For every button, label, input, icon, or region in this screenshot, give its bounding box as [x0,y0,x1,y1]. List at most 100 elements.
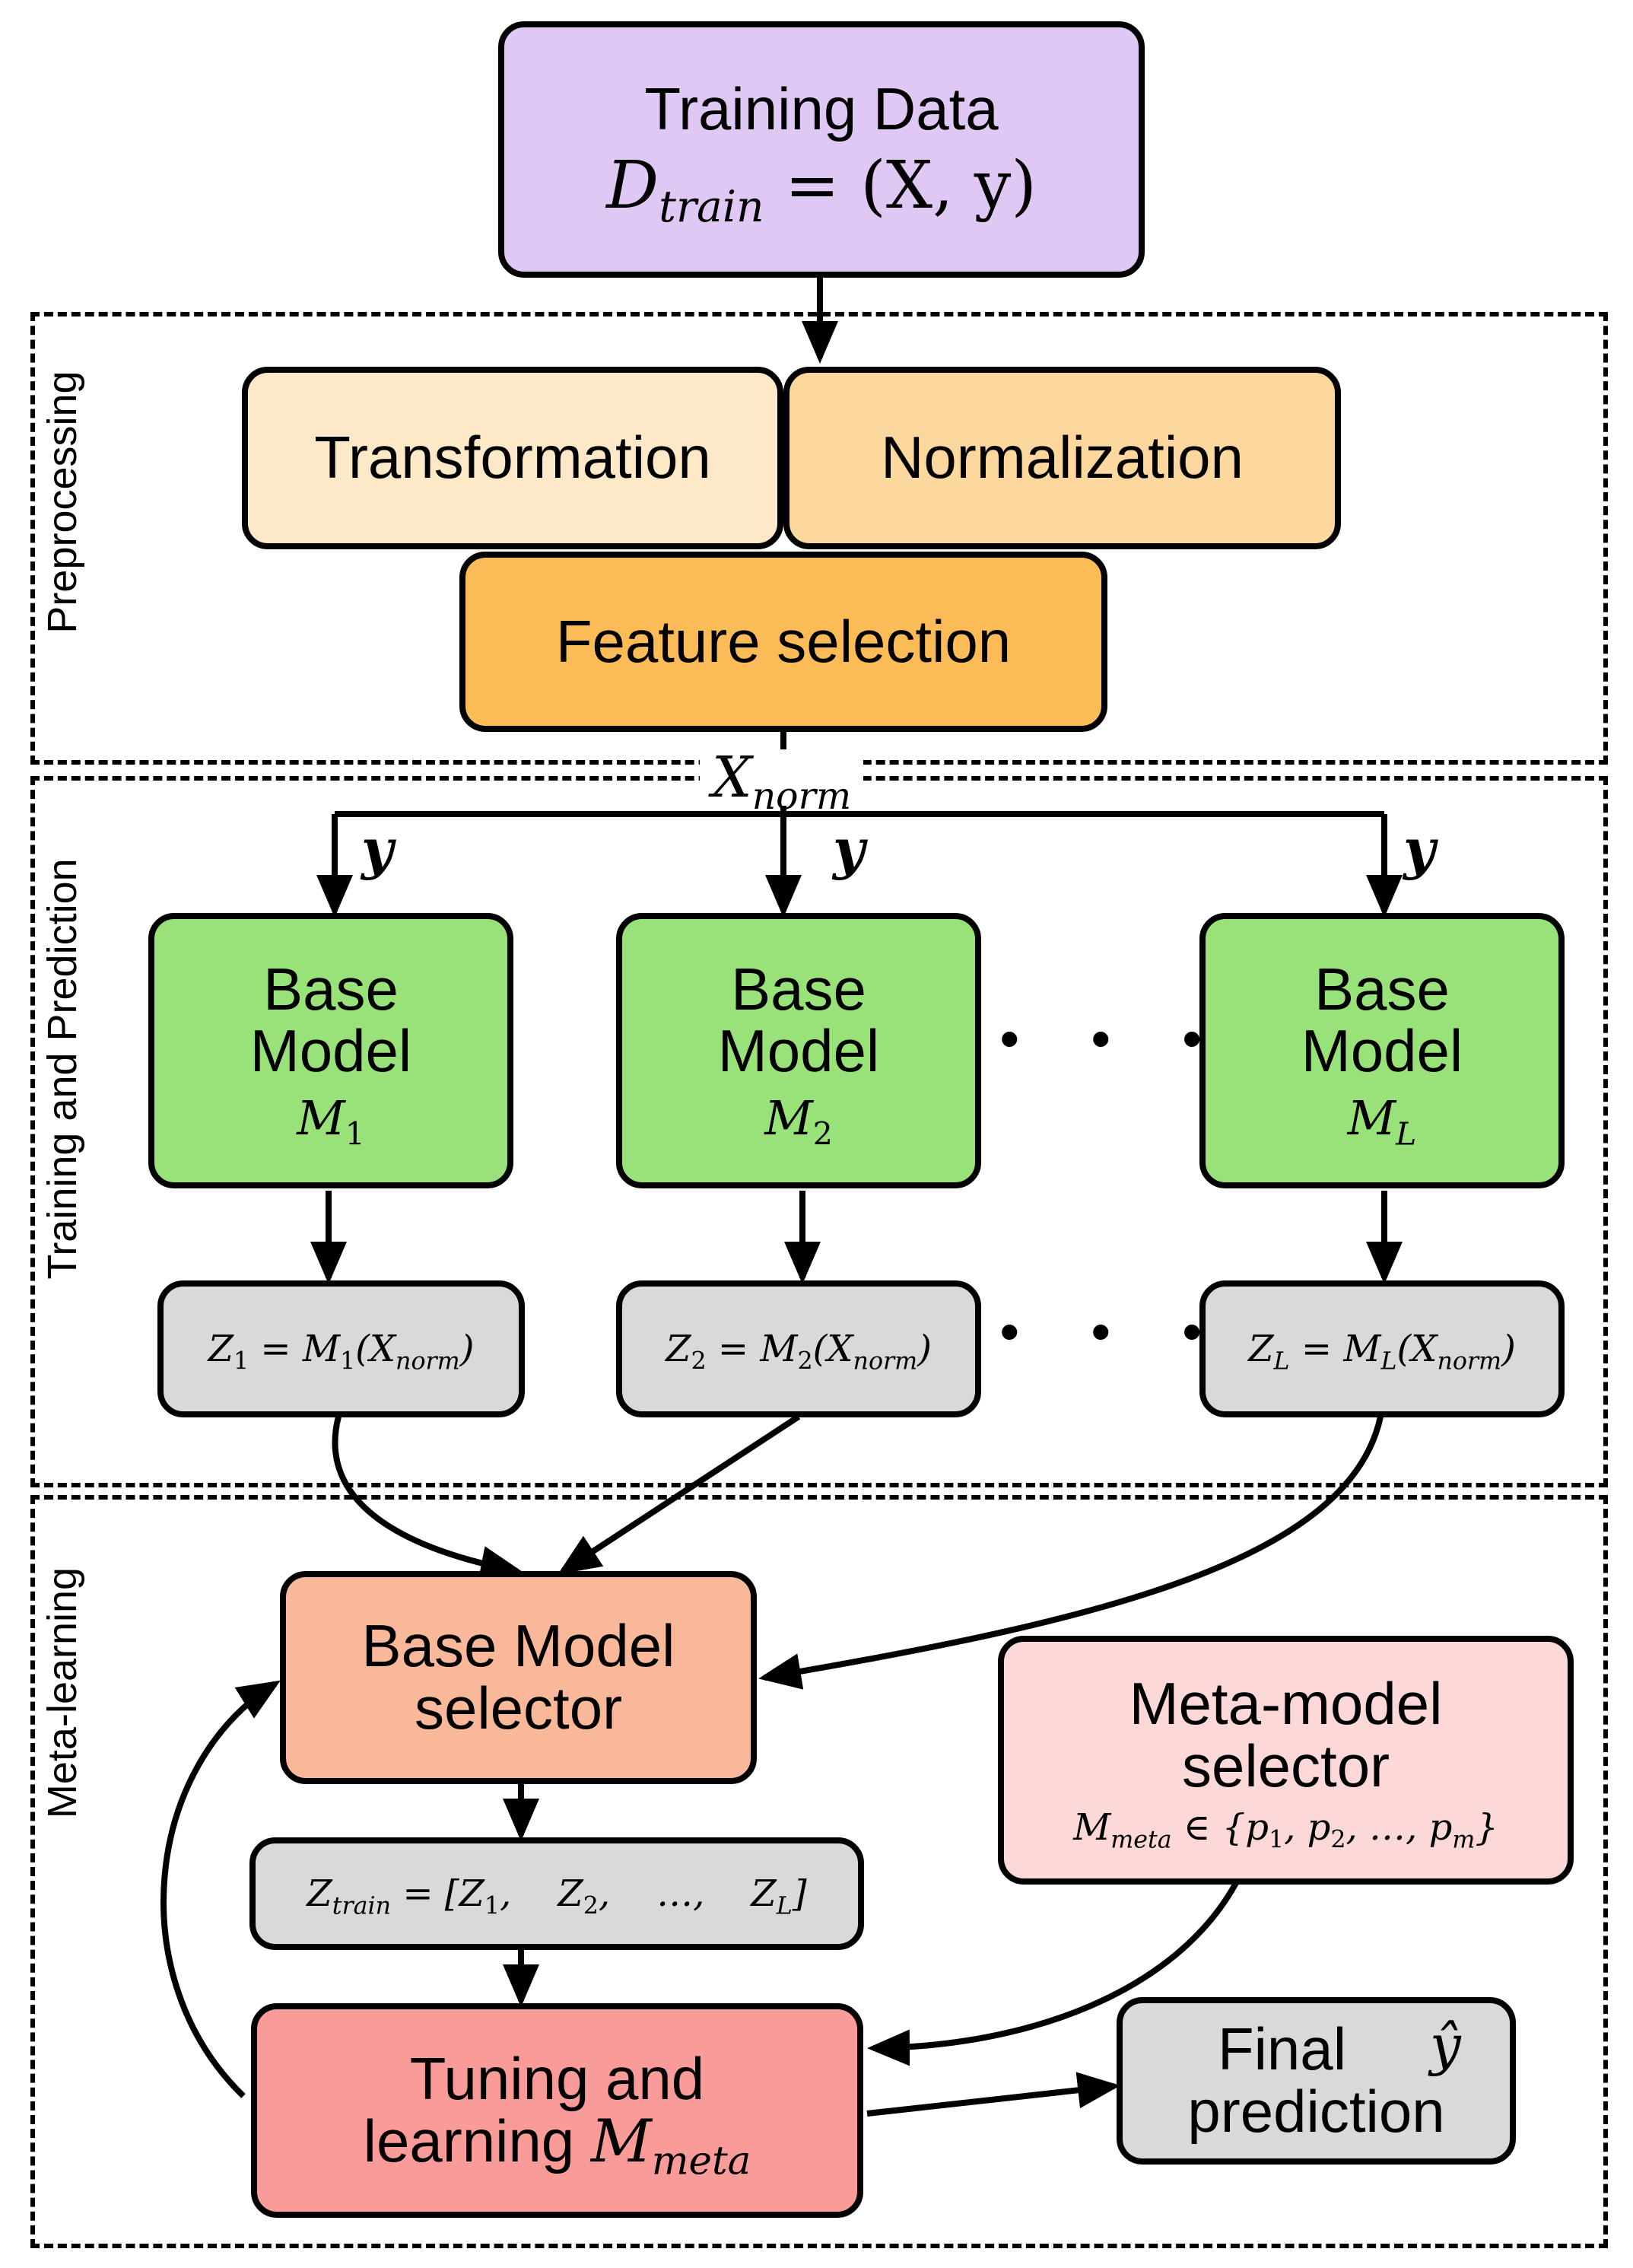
tuning-sub: meta [651,2138,751,2184]
section-label-preprocessing: Preprocessing [40,371,85,634]
z1-xsub: norm [396,1347,460,1376]
y-label-L: y [1403,816,1435,881]
z2-box: Z2 = M2(Xnorm) [616,1280,981,1417]
normalization-label: Normalization [881,424,1244,491]
xnorm-sub: norm [751,774,852,818]
transformation-label: Transformation [314,424,711,491]
base-model-2-sym: M [764,1090,813,1147]
base-model-1-sub: 1 [345,1115,365,1153]
arrow-tuning-to-final [866,2072,1120,2117]
meta-line1: Meta-model [1129,1670,1443,1738]
meta-set-formula: Mmeta ∈ {p1, p2, …, pm} [1073,1806,1498,1853]
ztrain-z: Z [307,1872,332,1915]
zL-xsub: norm [1437,1347,1502,1376]
ellipsis-models: • • • [1000,1009,1231,1068]
ztrain-box: Ztrain = [Z1, Z2, …, ZL] [249,1837,864,1950]
base-model-L-line2: Model [1301,1017,1463,1085]
z2-close: ) [917,1327,932,1370]
ztrain-end: ] [792,1872,807,1915]
zL-msub: L [1380,1347,1397,1376]
zL-formula: ZL = ML(Xnorm) [1248,1327,1516,1374]
base-model-1-sym: M [297,1090,345,1147]
ztrain-sub: train [332,1892,392,1920]
transformation-box: Transformation [242,367,783,549]
training-data-box: Training Data Dtrain = (X, y) [498,21,1145,278]
final-prediction-box: Final prediction [1117,1997,1516,2165]
feature-selection-label: Feature selection [555,607,1012,675]
meta-end: } [1475,1806,1498,1850]
base-model-2-line2: Model [717,1017,880,1085]
base-model-1-line2: Model [249,1017,412,1085]
zL-open: (X [1396,1327,1438,1370]
formula-var: D [606,148,659,224]
y-label-1: y [361,816,393,881]
base-model-L-line1: Base [1314,955,1450,1023]
section-label-training: Training and Prediction [40,858,85,1280]
zL-sub: L [1273,1347,1290,1376]
final-line1: Final [1217,2015,1347,2083]
formula-sub: train [659,182,764,233]
ztrain-1: 1 [484,1892,500,1920]
meta-pm: m [1452,1826,1476,1854]
normalization-box: Normalization [783,367,1341,549]
selector-line1: Base Model [361,1612,675,1680]
tuning-line1: Tuning and [409,2044,705,2112]
base-model-L-sub: L [1396,1115,1417,1153]
ztrain-mid2: , …, Z [598,1872,777,1915]
base-model-2-symbol: M2 [764,1090,833,1150]
z1-z: Z [208,1327,234,1370]
zL-box: ZL = ML(Xnorm) [1199,1280,1565,1417]
meta-mid2: , …, p [1345,1806,1453,1850]
feature-selection-box: Feature selection [459,552,1107,732]
base-model-L-symbol: ML [1348,1093,1417,1150]
z1-eq: = M [249,1327,340,1370]
z2-open: (X [812,1327,853,1370]
base-model-1-line1: Base [263,955,399,1023]
tuning-learning-box: Tuning and learning Mmeta [251,2003,863,2218]
z2-msub: 2 [797,1347,813,1376]
tuning-symbol: Mmeta [590,2107,751,2181]
ztrain-list: = [Z [402,1872,484,1915]
z1-formula: Z1 = M1(Xnorm) [208,1327,475,1374]
base-model-2: Base Model M2 [616,913,981,1188]
xnorm-var: X [712,745,752,810]
z2-eq: = M [706,1327,798,1370]
meta-p2: 2 [1330,1826,1346,1854]
ztrain-2: 2 [583,1892,599,1920]
meta-learning-frame [30,1495,1608,2248]
tuning-line2-text: learning [363,2107,575,2174]
meta-p1: 1 [1268,1826,1285,1854]
y-label-2: y [833,816,865,881]
tuning-m: M [590,2107,652,2176]
formula-rhs: = (X, y) [784,148,1037,224]
meta-sub: meta [1110,1826,1172,1854]
base-model-1: Base Model M1 [148,913,513,1188]
ztrain-formula: Ztrain = [Z1, Z2, …, ZL] [307,1872,807,1919]
arrow-tuning-back-to-selector [160,1680,281,2098]
z2-xsub: norm [853,1347,918,1376]
z1-sub: 1 [233,1347,249,1376]
z1-msub: 1 [339,1347,356,1376]
ellipsis-outputs: • • • [1000,1302,1231,1361]
arrow-z2-to-selector [558,1414,801,1575]
z2-z: Z [666,1327,691,1370]
meta-set: ∈ {p [1171,1806,1269,1850]
arrow-metamodel-to-tuning [867,1882,1239,2066]
training-data-formula: Dtrain = (X, y) [606,151,1037,229]
ztrain-L: L [776,1892,793,1920]
final-line2: prediction [1187,2078,1445,2145]
zL-z: Z [1248,1327,1274,1370]
meta-line2: selector [1181,1732,1390,1800]
training-data-title: Training Data [644,75,999,143]
z2-formula: Z2 = M2(Xnorm) [666,1327,932,1374]
section-label-meta: Meta-learning [40,1567,85,1819]
meta-mid1: , p [1284,1806,1331,1850]
z1-open: (X [355,1327,396,1370]
arrow-z1-to-selector [332,1416,523,1583]
ztrain-mid1: , Z [500,1872,583,1915]
base-model-1-symbol: M1 [297,1090,365,1150]
z2-sub: 2 [691,1347,707,1376]
zL-close: ) [1501,1327,1516,1370]
z1-box: Z1 = M1(Xnorm) [157,1280,525,1417]
